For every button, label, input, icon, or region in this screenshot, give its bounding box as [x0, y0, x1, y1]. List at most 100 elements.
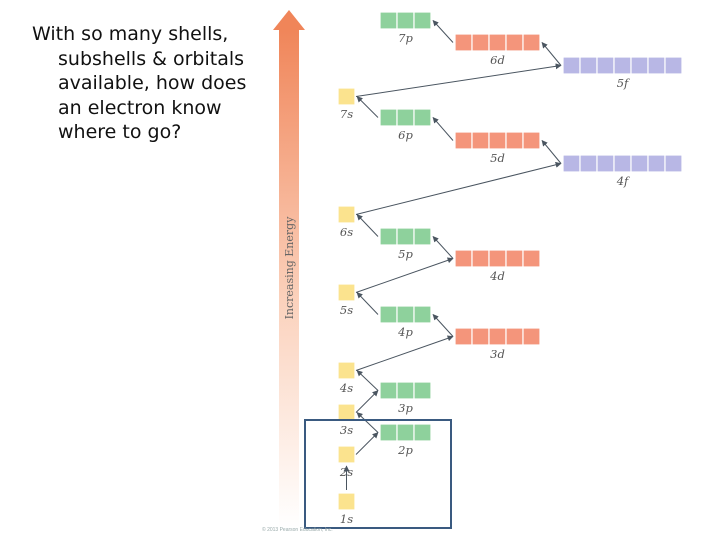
orbital-box — [337, 492, 356, 511]
subshell-7s — [337, 87, 356, 106]
orbital-box — [337, 87, 356, 106]
subshell-1s — [337, 492, 356, 511]
orbital-box — [664, 154, 683, 173]
orbital-box — [337, 403, 356, 422]
fill-order-arrow — [355, 257, 454, 293]
fill-order-arrow — [355, 432, 379, 455]
subshell-label: 2p — [397, 443, 413, 457]
orbital-box — [396, 305, 415, 324]
orbital-box — [413, 423, 432, 442]
subshell-label: 6s — [340, 225, 353, 239]
fill-order-arrow — [432, 117, 454, 141]
subshell-label: 7s — [340, 107, 353, 121]
orbital-box — [379, 381, 398, 400]
fill-order-arrow — [356, 370, 379, 391]
subshell-label: 4s — [339, 381, 353, 395]
fill-order-arrow — [355, 63, 562, 97]
orbital-box — [454, 249, 473, 268]
subshell-5d — [454, 131, 541, 150]
orbital-box — [337, 361, 356, 380]
orbital-box — [505, 33, 524, 52]
orbital-box — [471, 327, 490, 346]
subshell-2p — [379, 423, 432, 442]
question-line: With so many shells, — [32, 23, 229, 45]
fill-order-arrow — [355, 335, 454, 371]
fill-order-arrow — [432, 236, 454, 259]
orbital-box — [379, 305, 398, 324]
orbital-box — [471, 33, 490, 52]
orbital-box — [337, 283, 356, 302]
subshell-label: 5f — [617, 76, 630, 90]
subshell-label: 5p — [398, 247, 413, 261]
subshell-label: 5s — [340, 303, 353, 317]
orbital-box — [522, 249, 541, 268]
subshell-label: 3d — [490, 347, 505, 361]
orbital-box — [396, 227, 415, 246]
orbital-box — [596, 154, 615, 173]
subshell-label: 5d — [490, 151, 505, 165]
subshell-6p — [379, 108, 432, 127]
orbital-box — [613, 154, 632, 173]
fill-order-arrow — [356, 214, 379, 237]
orbital-box — [413, 305, 432, 324]
fill-order-arrow — [355, 161, 562, 215]
subshell-4d — [454, 249, 541, 268]
subshell-5f — [562, 56, 683, 75]
fill-order-arrow — [432, 314, 454, 337]
orbital-box — [562, 154, 581, 173]
orbital-box — [379, 108, 398, 127]
orbital-box — [454, 33, 473, 52]
subshell-5s — [337, 283, 356, 302]
orbital-box — [413, 381, 432, 400]
orbital-box — [413, 108, 432, 127]
orbital-box — [471, 131, 490, 150]
subshell-3s — [337, 403, 356, 422]
question-text: With so many shells, subshells & orbital… — [32, 22, 272, 145]
subshell-label: 6p — [398, 128, 413, 142]
axis-label: Increasing Energy — [283, 216, 296, 320]
subshell-label: 4f — [616, 174, 630, 188]
orbital-box — [413, 227, 432, 246]
orbital-box — [647, 56, 666, 75]
orbital-box — [664, 56, 683, 75]
orbital-box — [562, 56, 581, 75]
subshell-3p — [379, 381, 432, 400]
subshell-6d — [454, 33, 541, 52]
fill-order-arrow — [541, 42, 562, 66]
orbital-box — [505, 131, 524, 150]
subshell-6s — [337, 205, 356, 224]
orbital-box — [505, 327, 524, 346]
subshell-label: 3s — [340, 423, 353, 437]
subshell-label: 4d — [489, 269, 505, 283]
subshell-4f — [562, 154, 683, 173]
orbital-box — [630, 56, 649, 75]
subshell-label: 6d — [490, 53, 505, 67]
fill-order-arrow — [356, 292, 379, 315]
orbital-box — [337, 205, 356, 224]
fill-order-arrow — [432, 20, 454, 43]
orbital-box — [505, 249, 524, 268]
question-line: where to go? — [58, 121, 182, 143]
subshell-label: 3p — [398, 401, 413, 415]
orbital-box — [379, 227, 398, 246]
orbital-box — [596, 56, 615, 75]
subshell-label: 4p — [397, 325, 413, 339]
orbital-box — [488, 327, 507, 346]
orbital-box — [613, 56, 632, 75]
orbital-box — [413, 11, 432, 30]
fill-order-arrow — [356, 96, 379, 118]
subshell-2s — [337, 445, 356, 464]
subshell-label: 1s — [340, 512, 353, 526]
orbital-box — [396, 381, 415, 400]
question-line: an electron know — [58, 96, 222, 119]
fill-order-arrow — [541, 140, 562, 164]
orbital-box — [396, 423, 415, 442]
orbital-box — [579, 56, 598, 75]
subshell-3d — [454, 327, 541, 346]
highlight-box — [304, 419, 452, 529]
orbital-box — [488, 33, 507, 52]
orbital-box — [488, 249, 507, 268]
orbital-box — [647, 154, 666, 173]
subshell-5p — [379, 227, 432, 246]
